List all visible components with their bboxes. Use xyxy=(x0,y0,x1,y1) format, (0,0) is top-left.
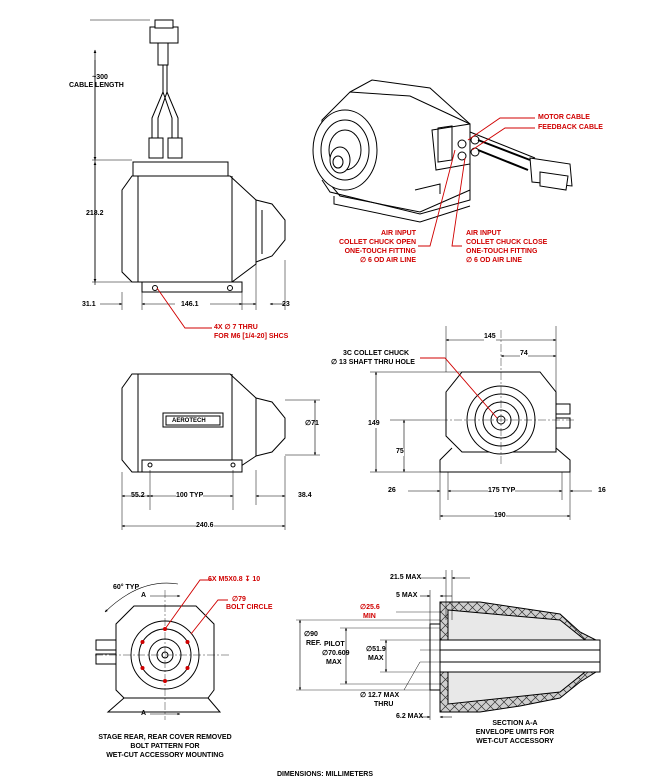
pilot-max: MAX xyxy=(326,659,342,666)
bolt-circle-label: BOLT CIRCLE xyxy=(226,604,273,611)
top-view xyxy=(90,19,286,310)
dim-left: 31.1 xyxy=(82,301,96,308)
section-caption-1: SECTION A-A xyxy=(492,720,538,727)
holes-callout-1: 4X ∅ 7 THRU xyxy=(214,324,258,331)
air-close-3: ONE-TOUCH FITTING xyxy=(466,248,538,255)
dia-51-max: MAX xyxy=(368,655,384,662)
iso-leaders xyxy=(418,117,535,247)
dia-25-min: MIN xyxy=(363,613,376,620)
half-width-74: 74 xyxy=(520,350,528,358)
dim-width: 146.1 xyxy=(181,301,199,308)
rear-caption-3: WET-CUT ACCESSORY MOUNTING xyxy=(106,752,224,759)
pilot-label: PILOT xyxy=(324,641,345,648)
side-view xyxy=(121,373,320,530)
taps-callout: 6X M5X0.8 ↧ 10 xyxy=(208,576,261,583)
front-view xyxy=(370,326,592,520)
iso-view xyxy=(312,79,573,223)
air-open-3: ONE-TOUCH FITTING xyxy=(344,248,416,255)
rear-leaders xyxy=(164,579,228,635)
air-open-1: AIR INPUT xyxy=(381,230,416,237)
section-caption-3: WET-CUT ACCESSORY xyxy=(476,738,554,745)
dim-100-typ: 100 TYP xyxy=(176,492,204,500)
section-mark-top: A xyxy=(141,592,147,599)
width-145: 145 xyxy=(484,333,496,341)
aerotech-logo: AEROTECH xyxy=(172,418,206,424)
diameter-71: ∅71 xyxy=(305,420,319,427)
air-close-2: COLLET CHUCK CLOSE xyxy=(466,239,548,246)
dim-right: 23 xyxy=(282,301,290,308)
max-6: 6.2 MAX xyxy=(396,713,424,720)
center-height-75: 75 xyxy=(396,448,404,456)
air-open-4: ∅ 6 OD AIR LINE xyxy=(359,257,416,264)
base-right-16: 16 xyxy=(598,487,606,494)
dim-55: 55.2 xyxy=(131,492,145,499)
dia-12: ∅ 12.7 MAX xyxy=(360,692,400,699)
base-typ-175: 175 TYP xyxy=(488,487,516,495)
dim-overall: 240.6 xyxy=(196,522,214,530)
height-dim: 218.2 xyxy=(86,210,104,217)
rear-caption-2: BOLT PATTERN FOR xyxy=(130,743,200,750)
section-caption-2: ENVELOPE UMITS FOR xyxy=(475,729,555,736)
air-open-2: COLLET CHUCK OPEN xyxy=(339,239,416,246)
angle-60: 60° TYP xyxy=(113,584,140,591)
rear-view xyxy=(95,582,230,720)
rear-caption-1: STAGE REAR, REAR COVER REMOVED xyxy=(98,734,232,741)
holes-callout-2: FOR M6 [1/4-20] SHCS xyxy=(214,333,289,340)
cable-length-label: CABLE LENGTH xyxy=(69,82,124,89)
cable-length-value: ~300 xyxy=(92,74,108,81)
units-footer: DIMENSIONS: MILLIMETERS xyxy=(276,771,374,778)
feedback-cable-label: FEEDBACK CABLE xyxy=(538,124,603,131)
section-view xyxy=(296,570,601,720)
bolt-circle-dia: ∅79 xyxy=(232,596,246,603)
max-5: 5 MAX xyxy=(396,592,418,599)
connector-top xyxy=(149,19,179,66)
air-close-4: ∅ 6 OD AIR LINE xyxy=(466,257,523,264)
max-21: 21.5 MAX xyxy=(390,574,422,581)
height-149: 149 xyxy=(368,420,380,428)
dia-12-thru: THRU xyxy=(374,701,394,708)
motor-cable-label: MOTOR CABLE xyxy=(538,114,590,121)
dim-38: 38.4 xyxy=(298,492,312,499)
section-mark-bottom: A xyxy=(141,710,147,717)
dia-25: ∅25.6 xyxy=(360,604,380,611)
dia-90-ref: REF. xyxy=(306,640,322,647)
dia-90: ∅90 xyxy=(304,631,318,638)
pilot-dia: ∅70.609 xyxy=(322,650,350,657)
air-close-1: AIR INPUT xyxy=(466,230,501,237)
base-left-26: 26 xyxy=(388,487,396,494)
base-width-190: 190 xyxy=(494,512,506,520)
chuck-callout-2: ∅ 13 SHAFT THRU HOLE xyxy=(331,359,415,366)
chuck-callout-1: 3C COLLET CHUCK xyxy=(343,350,410,357)
dia-51: ∅51.9 xyxy=(366,646,386,653)
